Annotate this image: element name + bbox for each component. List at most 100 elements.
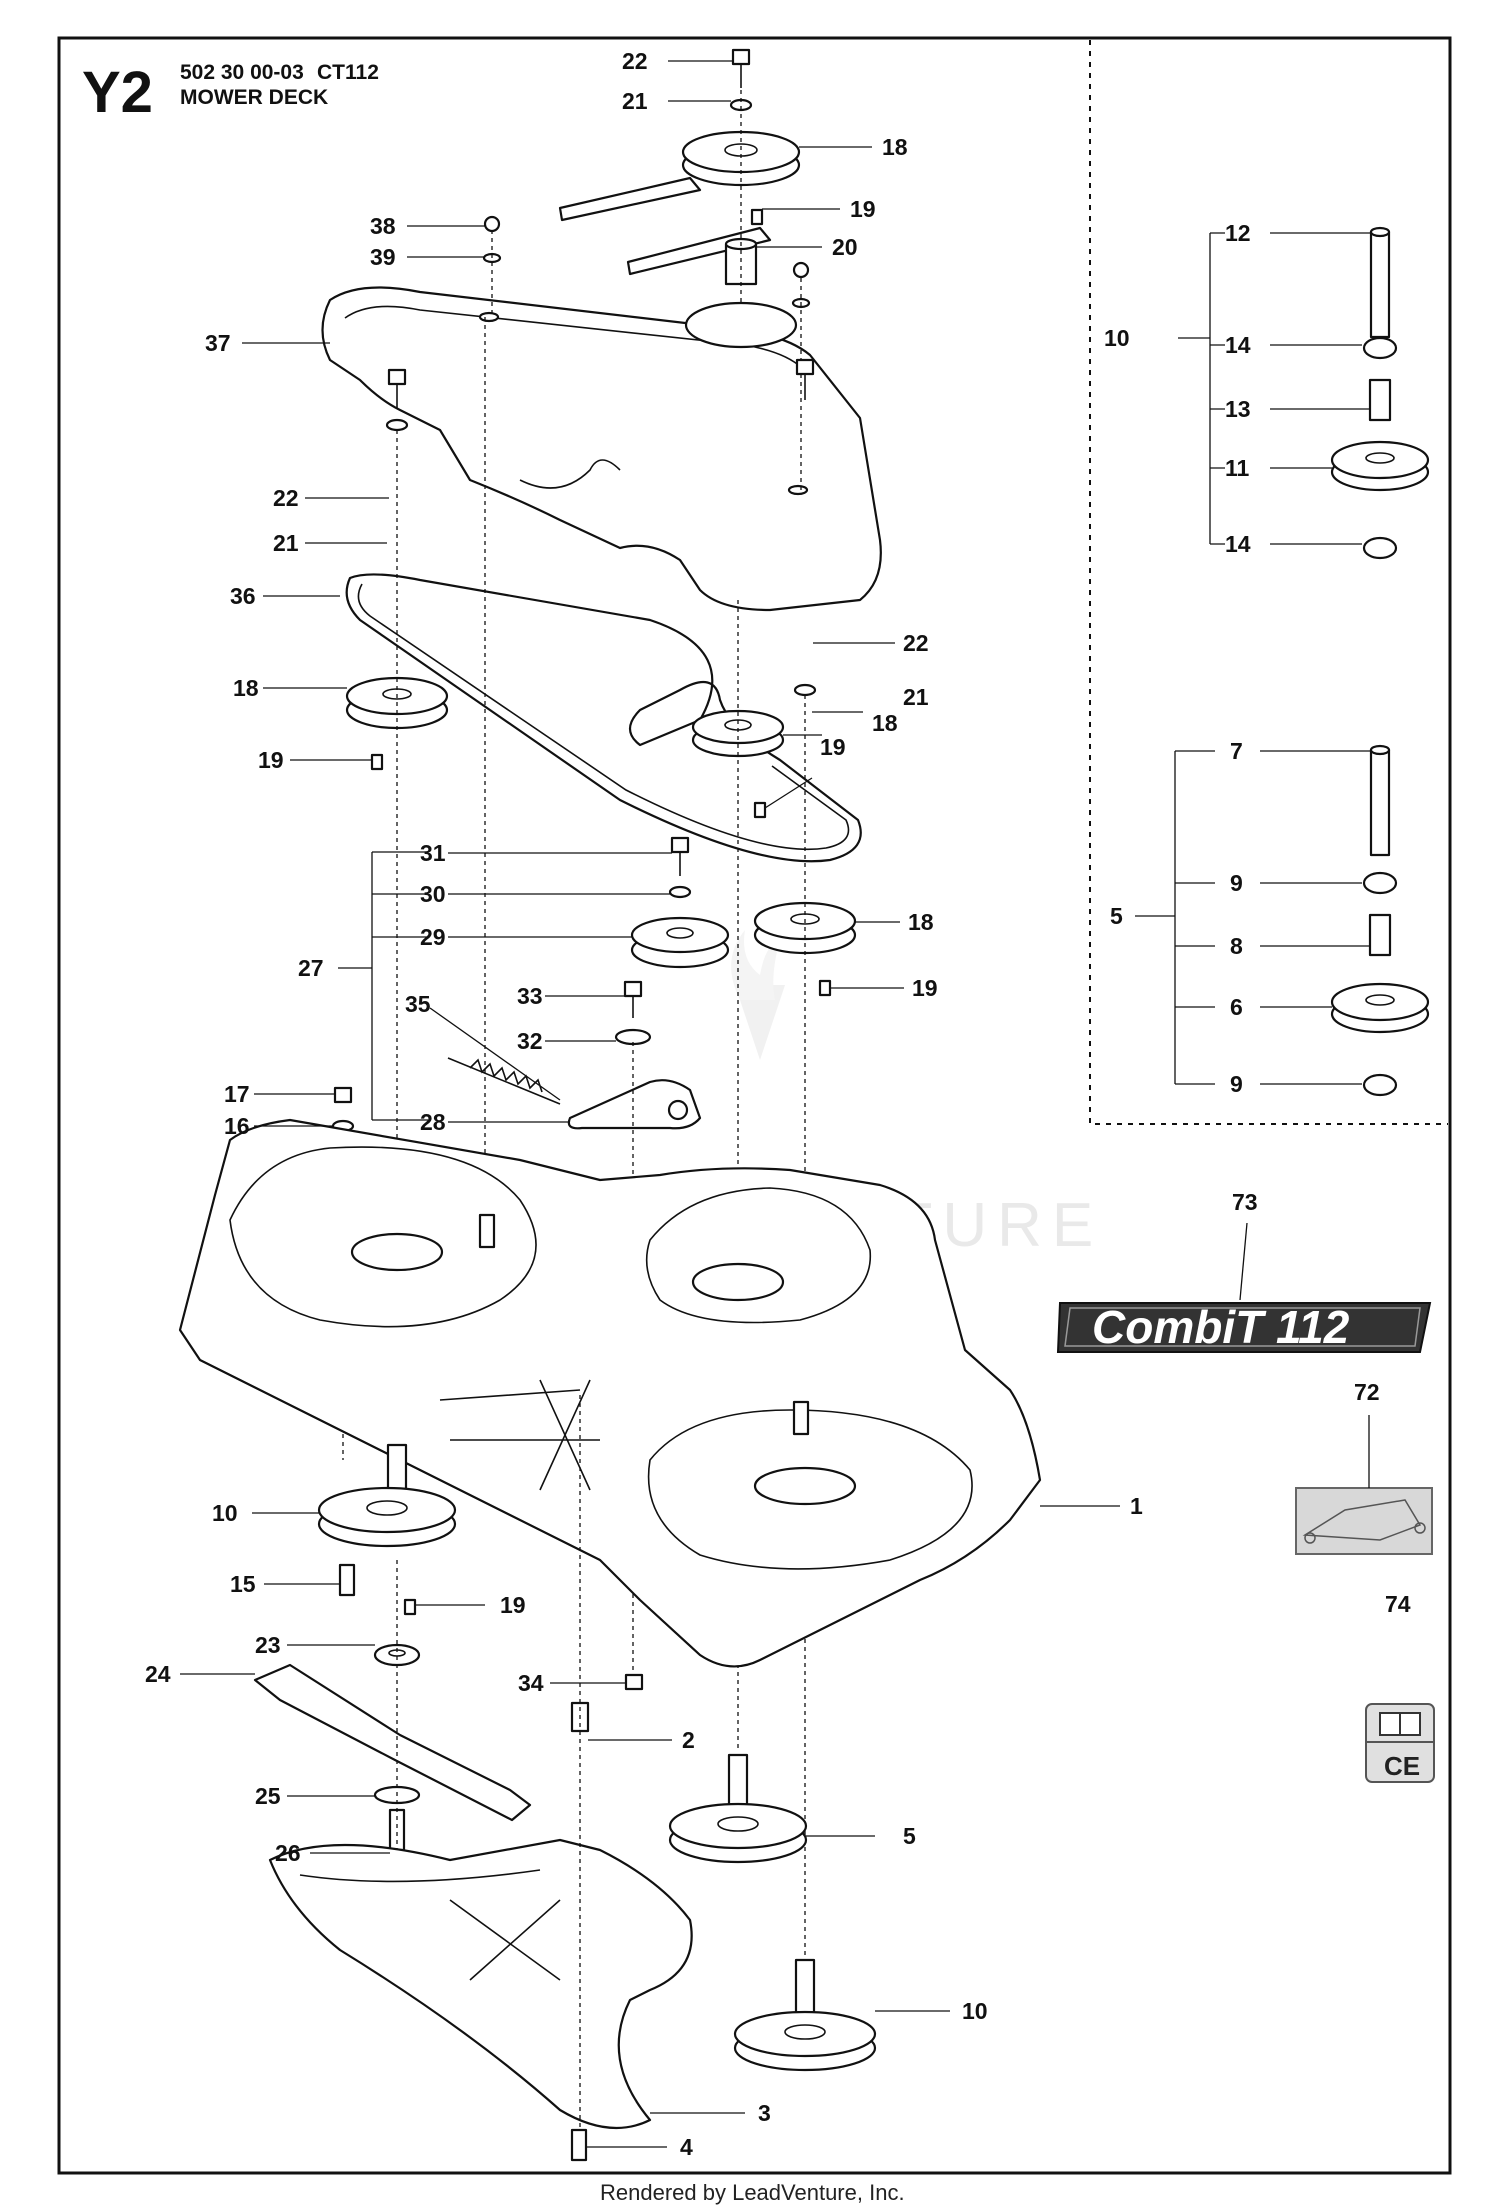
inset-spindle-5 <box>1330 744 1430 1097</box>
callout-34: 34 <box>518 1670 544 1696</box>
callout-10-inset: 10 <box>1104 325 1130 351</box>
callout-38: 38 <box>370 213 396 239</box>
callout-18-right: 18 <box>908 909 934 935</box>
deck-opening-left <box>350 1232 444 1272</box>
combit-decal <box>1056 1302 1432 1353</box>
callout-73: 73 <box>1232 1189 1258 1215</box>
deck-nut <box>333 1086 353 1104</box>
left-washer <box>385 418 409 432</box>
callout-20: 20 <box>832 234 858 260</box>
mid-key <box>753 801 767 819</box>
callout-30: 30 <box>420 881 446 907</box>
callout-8: 8 <box>1230 933 1243 959</box>
callout-12: 12 <box>1225 220 1251 246</box>
belt-cover-opening <box>684 301 798 349</box>
callout-39: 39 <box>370 244 396 270</box>
callout-labels: 22 21 18 19 20 38 39 37 22 21 36 18 19 2… <box>145 48 1411 2160</box>
callout-1: 1 <box>1130 1493 1143 1519</box>
callout-36: 36 <box>230 583 256 609</box>
callout-29: 29 <box>420 924 446 950</box>
left-key <box>370 753 384 771</box>
top-bolt <box>731 48 751 88</box>
callout-26: 26 <box>275 1840 301 1866</box>
idler-spring <box>447 1057 561 1105</box>
callout-37: 37 <box>205 330 231 356</box>
deck-nut-lower <box>624 1673 644 1691</box>
callout-14-a: 14 <box>1225 332 1251 358</box>
idler-arm <box>567 1079 702 1130</box>
cover-screw-left <box>483 215 501 233</box>
manual-ce-decal: CE <box>1365 1703 1435 1783</box>
callout-74: 74 <box>1385 1591 1411 1617</box>
idler-bolt <box>670 836 690 876</box>
callout-18-top: 18 <box>882 134 908 160</box>
arm-bolt <box>623 980 643 1018</box>
callout-10-main: 10 <box>212 1500 238 1526</box>
cutting-blade <box>253 1663 532 1822</box>
deck-opening-mid <box>691 1262 785 1302</box>
cover-screw-right <box>791 261 811 309</box>
left-spindle <box>317 1443 457 1548</box>
idler-washer <box>668 885 692 899</box>
deck-spring-pin-right <box>792 1400 810 1436</box>
callout-5-inset: 5 <box>1110 903 1123 929</box>
callout-19-top: 19 <box>850 196 876 222</box>
right-bolt <box>795 358 815 400</box>
inset-spindle-10 <box>1330 226 1430 560</box>
callout-28: 28 <box>420 1109 446 1135</box>
callout-21-top: 21 <box>622 88 648 114</box>
chute-bolt <box>570 2128 588 2162</box>
part-number: 502 30 00-03 <box>180 61 304 84</box>
arm-washer <box>614 1028 652 1046</box>
deck-opening-right <box>753 1466 857 1506</box>
callout-16: 16 <box>224 1113 250 1139</box>
top-belt-strap-left <box>558 176 702 222</box>
callout-2: 2 <box>682 1727 695 1753</box>
right-key <box>818 979 832 997</box>
discharge-chute <box>268 1838 693 2130</box>
mid-spindle <box>668 1753 808 1864</box>
callout-18-left: 18 <box>233 675 259 701</box>
decal-text: CombiT 112 <box>1092 1301 1350 1353</box>
spindle-key <box>403 1598 417 1616</box>
mid-pulley <box>691 709 785 758</box>
callout-19-left: 19 <box>258 747 284 773</box>
callout-7: 7 <box>1230 738 1243 764</box>
callout-17: 17 <box>224 1081 250 1107</box>
callout-5-main: 5 <box>903 1823 916 1849</box>
callout-23: 23 <box>255 1632 281 1658</box>
callout-13: 13 <box>1225 396 1251 422</box>
bottom-spindle <box>733 1958 877 2072</box>
callout-11: 11 <box>1225 455 1250 481</box>
spindle-screw <box>338 1563 356 1597</box>
diagram-code: Y2 <box>82 60 153 125</box>
watermark-logo <box>731 930 785 1060</box>
callout-19-low: 19 <box>500 1592 526 1618</box>
top-key <box>750 208 764 226</box>
inset-box <box>1089 40 1448 1125</box>
drive-belt <box>345 573 862 863</box>
belt-cover <box>321 286 882 612</box>
callout-19-right: 19 <box>912 975 938 1001</box>
callout-4: 4 <box>680 2134 693 2160</box>
callout-32: 32 <box>517 1028 543 1054</box>
callout-18-mid: 18 <box>872 710 898 736</box>
callout-14-b: 14 <box>1225 531 1251 557</box>
footer-credit: Rendered by LeadVenture, Inc. <box>600 2180 905 2205</box>
right-washer <box>793 683 817 697</box>
callout-21-right: 21 <box>903 684 929 710</box>
callout-31: 31 <box>420 840 446 866</box>
callout-3: 3 <box>758 2100 771 2126</box>
callout-24: 24 <box>145 1661 171 1687</box>
deck-spring-pin-left <box>478 1213 496 1249</box>
svg-text:CE: CE <box>1384 1751 1420 1781</box>
model-code: CT112 <box>317 61 379 84</box>
belt-routing-decal <box>1295 1487 1433 1555</box>
leader-lines <box>180 60 1120 2148</box>
callout-35: 35 <box>405 991 431 1017</box>
diagram-frame <box>57 36 1452 2175</box>
callout-9-a: 9 <box>1230 870 1243 896</box>
callout-9-b: 9 <box>1230 1071 1243 1097</box>
callout-22-left: 22 <box>273 485 299 511</box>
